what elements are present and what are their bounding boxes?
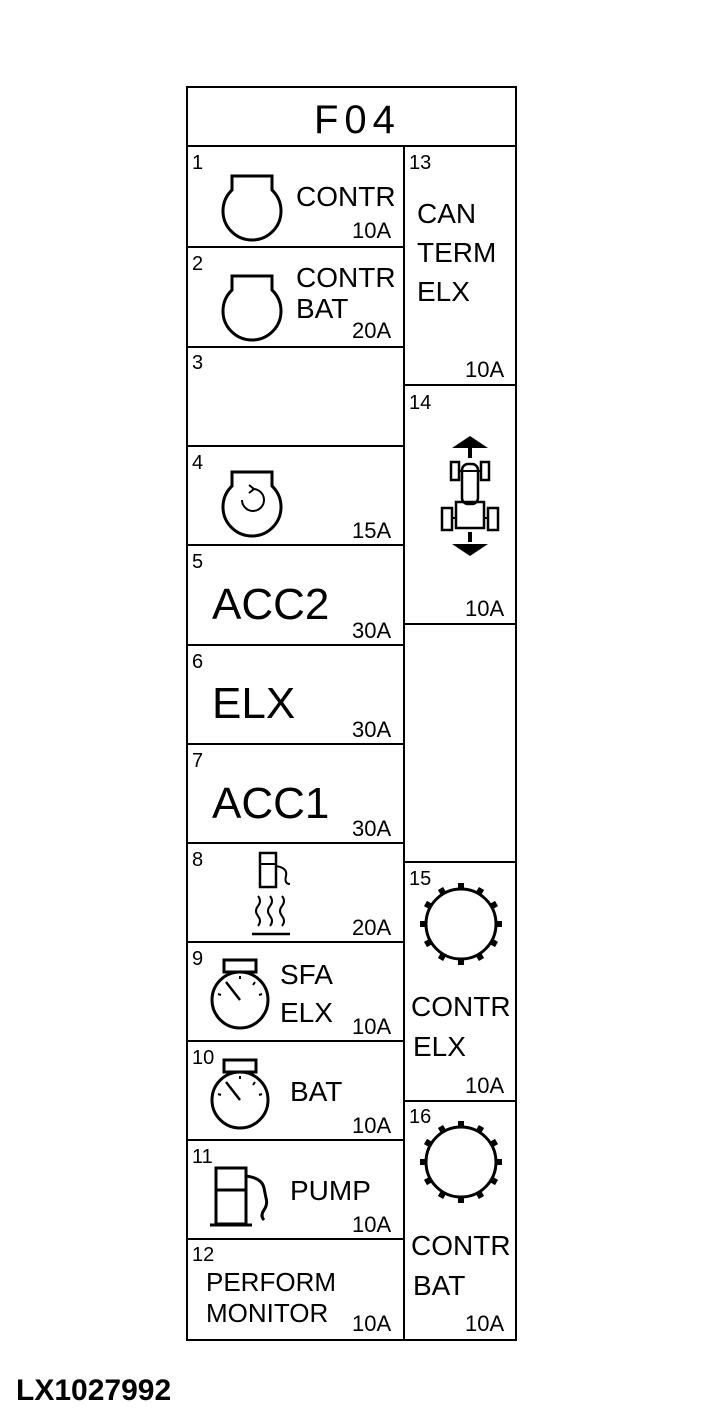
fuse-label-line: TERM — [417, 237, 497, 268]
fuse-number: 8 — [192, 849, 204, 871]
fuel-pump-icon — [210, 1166, 269, 1227]
gauge-icon — [210, 1058, 270, 1130]
fuse-label-line: SFA — [280, 959, 333, 990]
fuse-number: 12 — [192, 1244, 215, 1266]
fuse-number: 9 — [192, 948, 204, 970]
fuse-number: 4 — [192, 452, 204, 474]
controller-icon — [221, 274, 283, 342]
fuse-rating: 20A — [352, 318, 392, 343]
image-code: LX1027992 — [16, 1374, 172, 1407]
fuse-rating: 10A — [352, 1311, 392, 1336]
fuse-label-line: CAN — [417, 198, 477, 229]
fuse-rating: 10A — [352, 1113, 392, 1138]
fuse-label-line: ELX — [417, 276, 470, 307]
fuse-rating: 10A — [352, 1014, 392, 1039]
fuse-label-line: PUMP — [290, 1175, 371, 1206]
column-divider — [403, 145, 405, 1341]
fuse-rating: 10A — [465, 357, 505, 382]
fuse-number: 7 — [192, 750, 204, 772]
fuse-label-line: PERFORM — [206, 1267, 336, 1297]
fuse-number: 6 — [192, 651, 204, 673]
fuse-rating: 10A — [465, 1073, 505, 1098]
fuse-panel — [186, 86, 517, 1341]
fuse-number: 11 — [192, 1146, 213, 1168]
fuse-number: 14 — [409, 392, 432, 414]
fuse-label-line: BAT — [296, 293, 349, 324]
fuse-number: 5 — [192, 551, 204, 573]
fuel-heater-icon — [252, 851, 291, 936]
title-divider — [186, 145, 517, 147]
fuse-rating: 30A — [352, 618, 392, 643]
fuse-rating: 10A — [465, 1311, 505, 1336]
fuse-rating: 10A — [352, 218, 392, 243]
controller-cycle-icon — [221, 470, 283, 538]
fuse-number: 15 — [409, 868, 432, 890]
fuse-rating: 10A — [352, 1212, 392, 1237]
fuse-rating: 10A — [465, 596, 505, 621]
fuse-label-line: BAT — [290, 1076, 343, 1107]
fuse-label-line: ELX — [413, 1031, 466, 1062]
fuse-rating: 30A — [352, 717, 392, 742]
fuse-label-line: CONTR — [296, 181, 396, 212]
fuse-label-line: CONTR — [296, 262, 396, 293]
fuse-label-line: ACC2 — [212, 580, 330, 629]
fuse-label-line: ACC1 — [212, 779, 330, 828]
fuse-number: 13 — [409, 152, 432, 174]
fuse-number: 2 — [192, 253, 204, 275]
panel-title: F04 — [314, 98, 401, 142]
fuse-label-line: ELX — [212, 679, 296, 728]
gear-controller-icon — [420, 883, 502, 965]
fuse-label-line: CONTR — [411, 991, 511, 1022]
fuse-rating: 15A — [352, 518, 392, 543]
fuse-rating: 30A — [352, 816, 392, 841]
fuse-number: 3 — [192, 352, 204, 374]
gear-controller-icon — [420, 1121, 502, 1203]
fuse-number: 16 — [409, 1106, 432, 1128]
fuse-label-line: CONTR — [411, 1230, 511, 1261]
gauge-icon — [210, 958, 270, 1030]
controller-icon — [221, 174, 283, 242]
fuse-label-line: MONITOR — [206, 1298, 329, 1328]
fuse-number: 1 — [192, 152, 204, 174]
tractor-direction-icon — [440, 436, 500, 556]
fuse-label-line: BAT — [413, 1270, 466, 1301]
fuse-number: 10 — [192, 1047, 215, 1069]
fuse-label-line: ELX — [280, 997, 333, 1028]
fuse-rating: 20A — [352, 915, 392, 940]
